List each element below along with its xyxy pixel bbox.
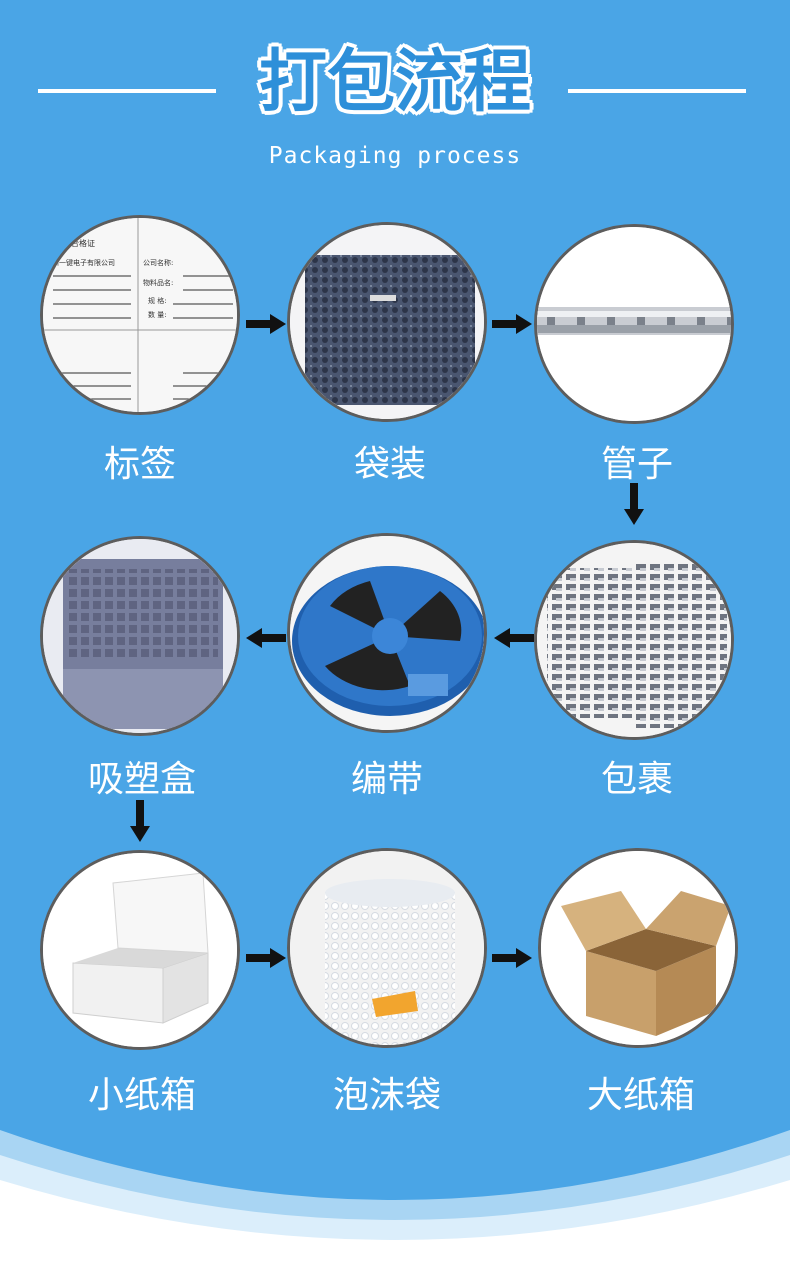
step-bubble-text: 泡沫袋	[332, 1075, 441, 1116]
bag-icon	[290, 225, 484, 419]
step-large-carton-text: 大纸箱	[586, 1075, 695, 1116]
label-material-field: 物料品名:	[143, 279, 174, 287]
step-bag-text: 袋装	[353, 444, 426, 485]
page-title: 打包流程	[258, 43, 531, 122]
step-large-carton-image	[538, 848, 738, 1048]
arrow-down-icon	[624, 483, 644, 525]
arrow-down-icon	[130, 800, 150, 842]
blister-box-icon	[43, 539, 237, 733]
header-line-left	[38, 89, 216, 93]
reel-icon	[290, 536, 484, 730]
step-bubble-image	[287, 848, 487, 1048]
label-spec-field: 规 格:	[148, 297, 167, 305]
arrow-left-icon	[246, 628, 286, 648]
wrap-icon	[537, 543, 731, 737]
page-subtitle: Packaging process	[268, 143, 522, 169]
tube-icon	[537, 227, 731, 421]
step-blister-text: 吸塑盒	[87, 759, 196, 800]
step-tube-image	[534, 224, 734, 424]
label-company-field: 公司名称:	[143, 259, 174, 267]
bottom-wave	[0, 1130, 790, 1267]
step-label-image: 合格证 温州一键电子有限公司 公司名称: 物料品名: 规 格: 数 量:	[40, 215, 240, 415]
step-label-text: 标签	[103, 444, 176, 485]
header-line-right	[568, 89, 746, 93]
label-cert-text: 合格证	[71, 239, 95, 248]
step-bag-image	[287, 222, 487, 422]
arrow-right-icon	[492, 314, 532, 334]
large-carton-icon	[541, 851, 735, 1045]
label-qty-field: 数 量:	[148, 311, 167, 319]
step-wrap-text: 包裹	[600, 759, 673, 800]
step-wrap-image	[534, 540, 734, 740]
step-blister-image	[40, 536, 240, 736]
arrow-right-icon	[246, 314, 286, 334]
small-carton-icon	[43, 853, 237, 1047]
bubble-wrap-icon	[290, 851, 484, 1045]
label-sheet-icon	[43, 218, 237, 412]
label-company-value: 温州一键电子有限公司	[45, 259, 115, 267]
step-tube-text: 管子	[600, 444, 673, 485]
step-reel-image	[287, 533, 487, 733]
arrow-left-icon	[494, 628, 534, 648]
arrow-right-icon	[492, 948, 532, 968]
step-small-carton-image	[40, 850, 240, 1050]
step-small-carton-text: 小纸箱	[87, 1075, 196, 1116]
step-reel-text: 编带	[350, 759, 423, 800]
arrow-right-icon	[246, 948, 286, 968]
